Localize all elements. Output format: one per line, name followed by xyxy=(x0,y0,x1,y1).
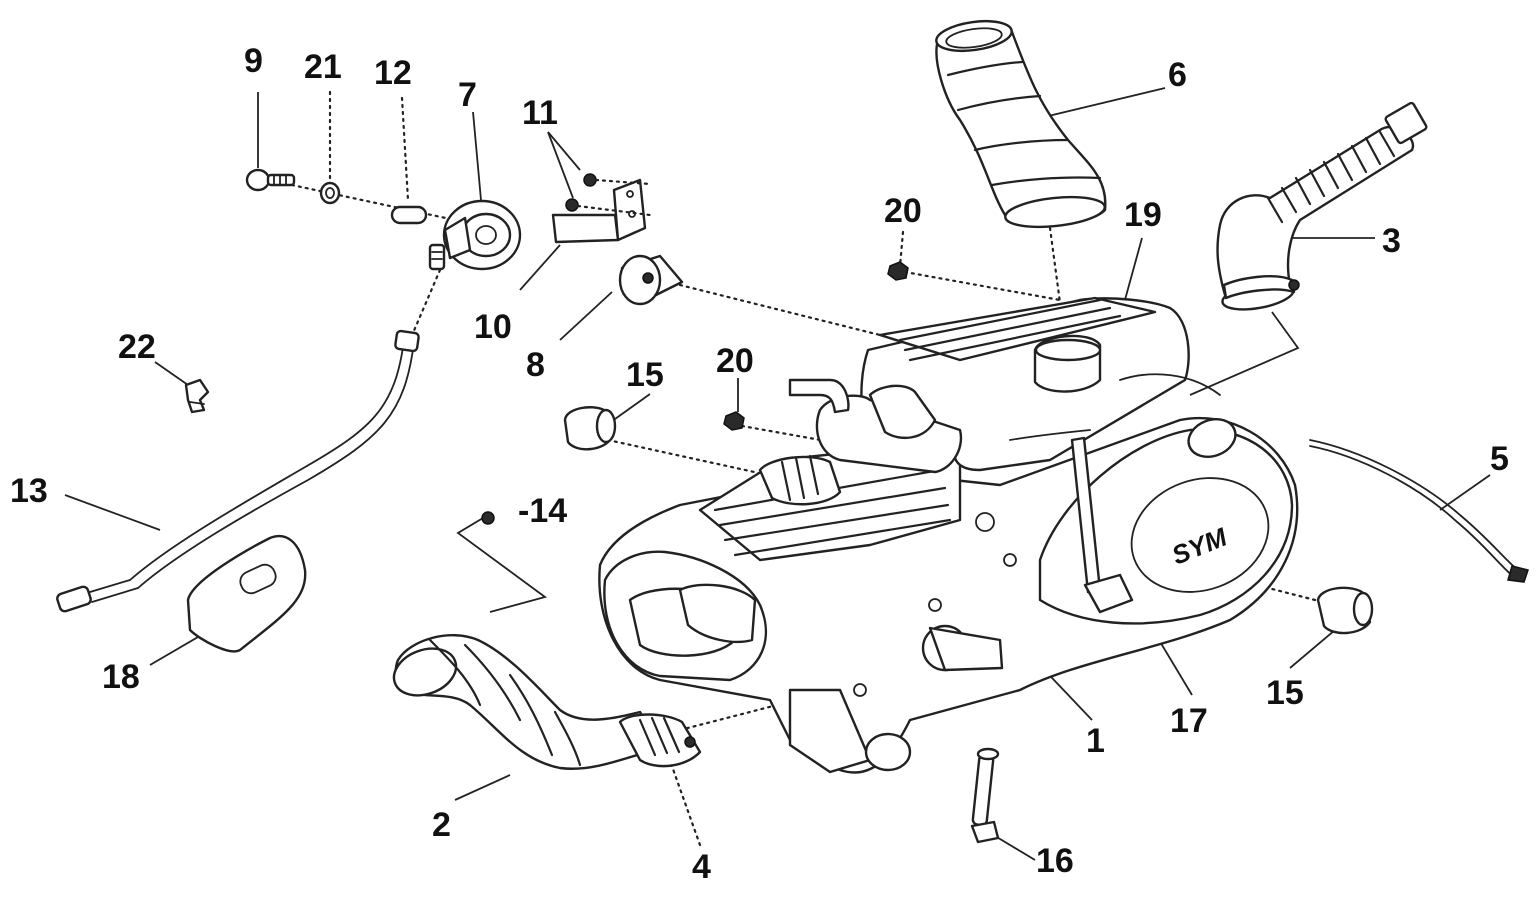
leader-line-12 xyxy=(400,96,410,202)
part-10-bracket xyxy=(551,178,647,244)
label-part-22: 22 xyxy=(118,328,156,366)
leader-line-11b xyxy=(547,131,574,199)
part-15-plug-left xyxy=(563,406,617,451)
leader-line-22 xyxy=(154,361,189,386)
part-labels: 9 21 12 7 11 10 8 6 20 19 3 15 20 22 5 1… xyxy=(10,42,1509,886)
leader-line-10 xyxy=(519,244,561,291)
label-part-6: 6 xyxy=(1168,56,1187,94)
label-part-20-lower: 20 xyxy=(716,342,754,380)
label-part-16: 16 xyxy=(1036,842,1074,880)
label-part-17: 17 xyxy=(1170,702,1208,740)
part-15-plug-right xyxy=(1316,586,1374,635)
assembly-line-pulley-to-engine xyxy=(678,283,902,342)
label-part-20-upper: 20 xyxy=(884,192,922,230)
part-20-bolt-upper xyxy=(887,261,909,281)
label-part-7: 7 xyxy=(458,76,477,114)
label-part-10: 10 xyxy=(474,308,512,346)
label-part-13: 13 xyxy=(10,472,48,510)
label-part-1: 1 xyxy=(1086,722,1105,760)
leader-line-11a xyxy=(547,131,581,171)
part-2-cooling-hose xyxy=(392,634,702,770)
part-1-engine-assembly: SYM xyxy=(598,296,1299,774)
leader-line-20a xyxy=(898,230,905,268)
part-18-gasket-plate xyxy=(186,535,307,653)
part-20-bolt-lower xyxy=(723,411,745,431)
label-part-3: 3 xyxy=(1382,222,1401,260)
part-14-screw xyxy=(481,511,495,525)
label-part-5: 5 xyxy=(1490,440,1509,478)
part-12-pin xyxy=(390,205,428,225)
part-5-cable-strap xyxy=(1309,439,1529,583)
label-part-4: 4 xyxy=(692,848,711,886)
leader-line-13 xyxy=(64,494,161,531)
label-part-12: 12 xyxy=(374,54,412,92)
label-part-14: -14 xyxy=(518,492,567,530)
part-11-screws xyxy=(565,173,652,217)
leader-line-5 xyxy=(1439,474,1491,511)
label-part-15-right: 15 xyxy=(1266,674,1304,712)
part-6-air-duct xyxy=(935,19,1107,229)
part-22-clip xyxy=(184,378,210,414)
label-part-19: 19 xyxy=(1124,196,1162,234)
part-7-pulley-housing xyxy=(428,199,522,271)
part-16-breather-tube xyxy=(970,747,1000,844)
part-3-intake-bellows-duct xyxy=(1216,101,1428,311)
label-part-2: 2 xyxy=(432,806,451,844)
part-8-rubber-bushing xyxy=(618,254,684,306)
leader-line-7 xyxy=(472,111,482,201)
assembly-line-bolt-to-pulley xyxy=(290,183,457,222)
assembly-line-bolt20-to-cover xyxy=(903,270,1062,302)
leader-line-4 xyxy=(666,753,702,847)
part-17-rod xyxy=(1009,429,1134,614)
label-part-8: 8 xyxy=(526,346,545,384)
part-9-bolt xyxy=(245,168,296,192)
label-part-9: 9 xyxy=(244,42,263,80)
label-part-11: 11 xyxy=(522,94,558,132)
leader-line-2 xyxy=(454,774,511,801)
label-part-15-left: 15 xyxy=(626,356,664,394)
bellows-ribs xyxy=(1266,130,1396,224)
assembly-line-bolt20b xyxy=(740,424,907,457)
part-13-dipstick-hose xyxy=(56,329,420,613)
leader-line-14 xyxy=(456,514,548,613)
label-part-18: 18 xyxy=(102,658,140,696)
assembly-line-duct-to-cover xyxy=(1048,226,1067,342)
label-part-21: 21 xyxy=(304,48,342,86)
leader-line-15b xyxy=(1289,629,1336,669)
assembly-line-dipstick xyxy=(408,268,442,342)
leader-line-3-to-engine xyxy=(1189,311,1300,396)
leader-line-8 xyxy=(559,291,613,341)
part-21-washer xyxy=(319,181,341,205)
leader-line-6 xyxy=(1039,87,1166,119)
